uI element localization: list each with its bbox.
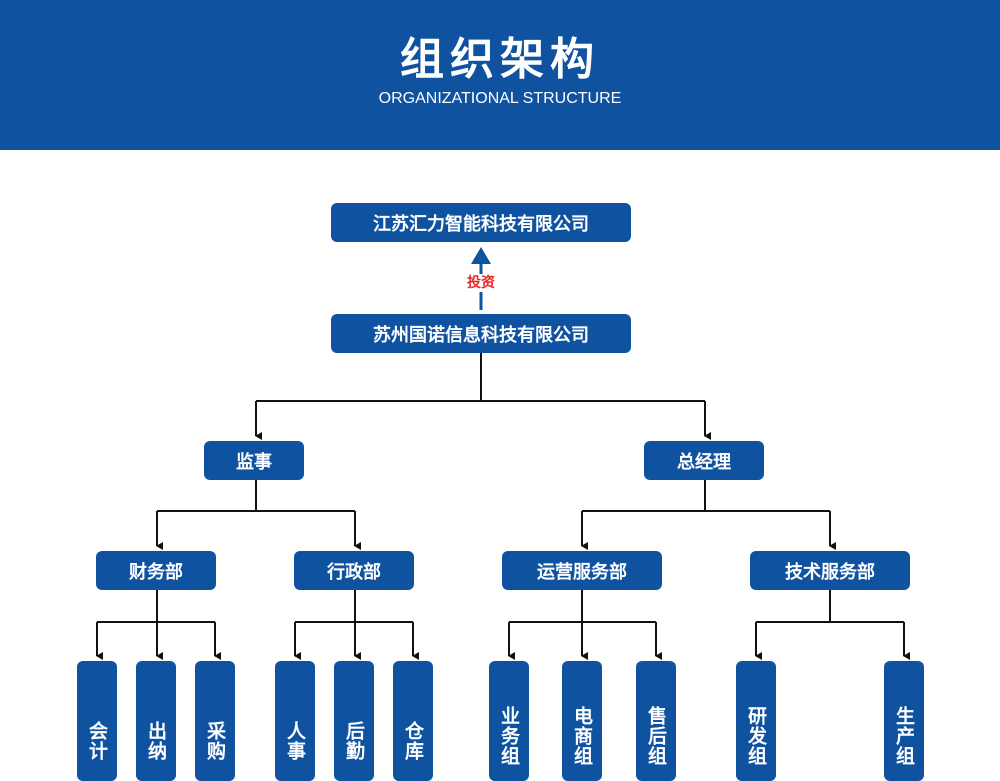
page-header: 组织架构 ORGANIZATIONAL STRUCTURE [0, 0, 1000, 150]
node-admin-dept: 行政部 [294, 551, 414, 590]
node-label: 电商组 [571, 706, 593, 766]
node-supervisor: 监事 [204, 441, 304, 480]
node-aftersales-group: 售后组 [636, 661, 676, 781]
node-label: 研发组 [745, 706, 767, 766]
node-parent-company: 江苏汇力智能科技有限公司 [331, 203, 631, 242]
node-label: 仓库 [402, 721, 424, 761]
node-logistics: 后勤 [334, 661, 374, 781]
node-accounting: 会计 [77, 661, 117, 781]
node-rd-group: 研发组 [736, 661, 776, 781]
invest-arrow-head [471, 247, 491, 264]
page-title: 组织架构 [400, 34, 600, 85]
node-label: 出纳 [145, 721, 167, 761]
node-label: 售后组 [645, 706, 667, 766]
node-finance-dept: 财务部 [96, 551, 216, 590]
node-business-group: 业务组 [489, 661, 529, 781]
node-general-manager: 总经理 [644, 441, 764, 480]
node-label: 业务组 [498, 706, 520, 766]
node-ecommerce-group: 电商组 [562, 661, 602, 781]
node-cashier: 出纳 [136, 661, 176, 781]
node-purchasing: 采购 [195, 661, 235, 781]
node-warehouse: 仓库 [393, 661, 433, 781]
node-label: 会计 [86, 721, 108, 761]
node-production-group: 生产组 [884, 661, 924, 781]
node-label: 后勤 [343, 721, 365, 761]
node-label: 人事 [284, 721, 306, 761]
node-company: 苏州国诺信息科技有限公司 [331, 314, 631, 353]
invest-label: 投资 [455, 274, 507, 292]
node-label: 采购 [204, 721, 226, 761]
node-label: 生产组 [893, 706, 915, 766]
node-tech-dept: 技术服务部 [750, 551, 910, 590]
node-hr: 人事 [275, 661, 315, 781]
node-operations-dept: 运营服务部 [502, 551, 662, 590]
page-subtitle: ORGANIZATIONAL STRUCTURE [378, 90, 622, 107]
